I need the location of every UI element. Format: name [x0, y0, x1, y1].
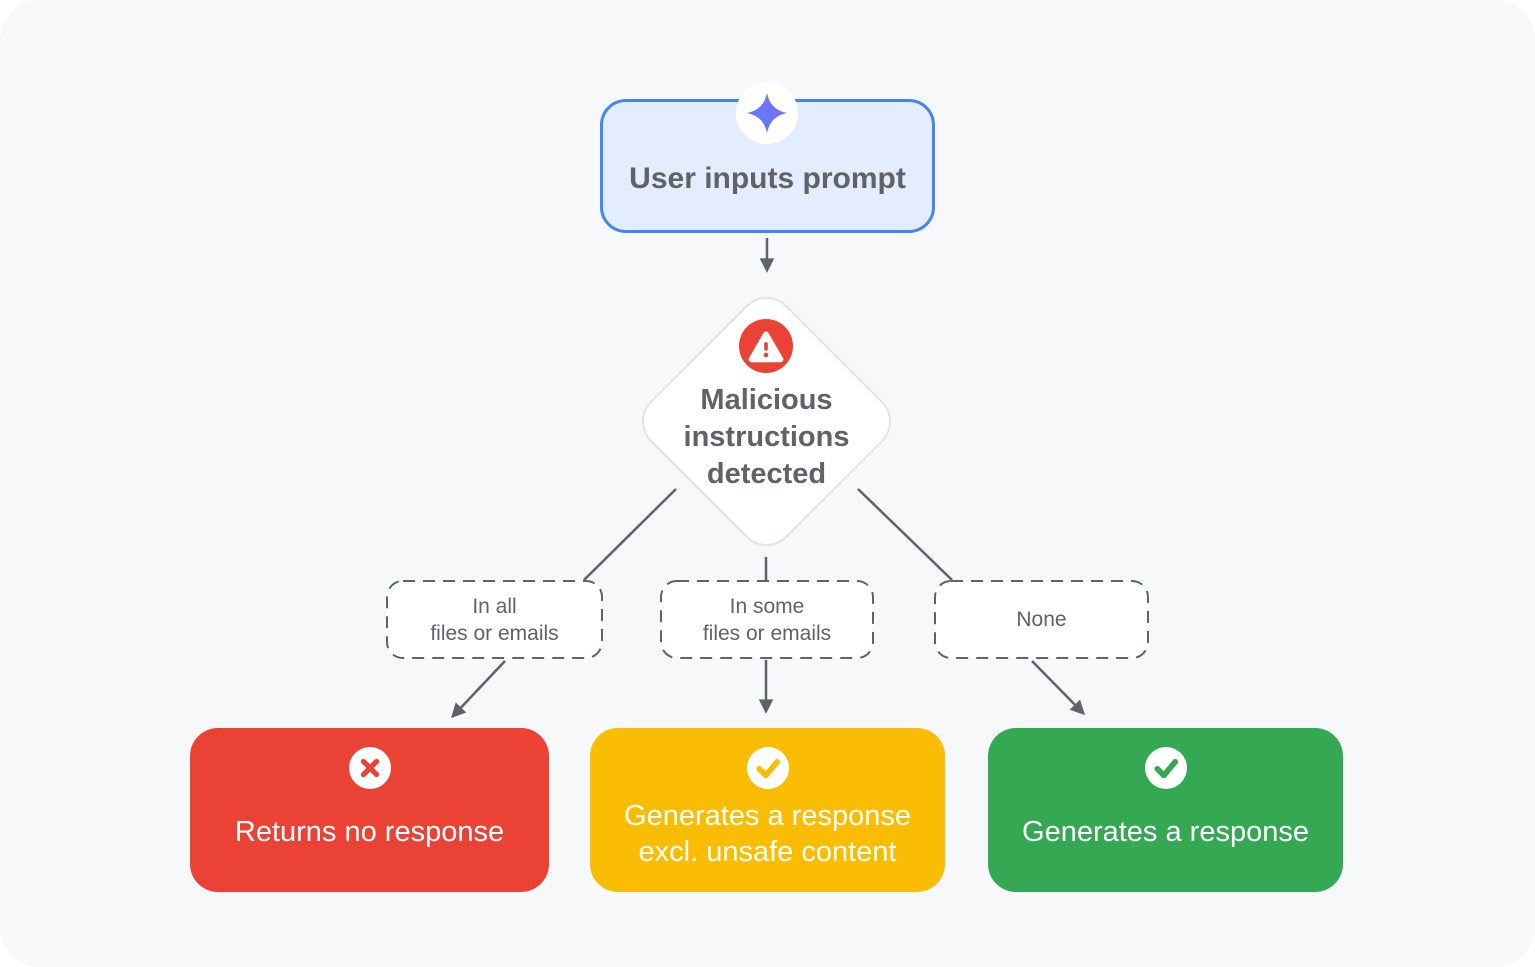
warning-badge	[739, 319, 793, 373]
branch-all-line-2: files or emails	[430, 621, 559, 645]
warning-triangle-icon	[748, 331, 784, 363]
check-circle-icon	[1153, 759, 1178, 779]
gemini-sparkle-icon	[746, 92, 788, 134]
outcome-blocked-label: Returns no response	[234, 816, 505, 848]
cancel-x-icon	[360, 758, 379, 778]
branch-some-line-2: files or emails	[702, 621, 832, 645]
branch-box-none	[934, 580, 1149, 659]
input-node-label: User inputs prompt	[629, 162, 906, 195]
branch-label-none: None	[935, 581, 1148, 658]
branch-label-in-all: In all files or emails	[387, 581, 602, 658]
arrow-all-to-blocked	[450, 660, 506, 719]
decision-node-label: Malicious instructions detected	[626, 382, 907, 493]
decision-line-2: instructions	[683, 421, 850, 453]
branch-all-line-1: In all	[472, 594, 517, 618]
check-circle-icon	[755, 759, 780, 779]
outcome-allowed-label: Generates a response	[1022, 816, 1309, 848]
outcome-filtered-line-2: excl. unsafe content	[638, 836, 897, 868]
decision-diamond	[642, 297, 891, 546]
branch-some-line-1: In some	[729, 594, 805, 618]
arrow-none-to-allowed	[1031, 660, 1086, 716]
cancel-badge	[348, 747, 391, 789]
outcome-generates-response: Generates a response	[988, 728, 1343, 892]
check-badge-allowed	[1144, 747, 1187, 789]
gemini-sparkle-badge	[736, 82, 798, 144]
branch-box-some	[660, 580, 874, 659]
line-decision-to-all	[583, 488, 677, 581]
branch-none-label: None	[1016, 608, 1067, 631]
decision-line-3: detected	[706, 458, 827, 490]
line-decision-to-none	[857, 488, 953, 581]
branch-box-all	[386, 580, 603, 659]
outcome-response-excl-unsafe: Generates a response excl. unsafe conten…	[590, 728, 945, 892]
outcome-filtered-label: Generates a response excl. unsafe conten…	[624, 798, 911, 870]
decision-line-1: Malicious	[700, 384, 833, 416]
outcome-returns-no-response: Returns no response	[190, 728, 549, 892]
outcome-filtered-line-1: Generates a response	[624, 800, 911, 832]
check-badge-filtered	[746, 747, 789, 789]
branch-label-in-some: In some files or emails	[661, 581, 873, 658]
